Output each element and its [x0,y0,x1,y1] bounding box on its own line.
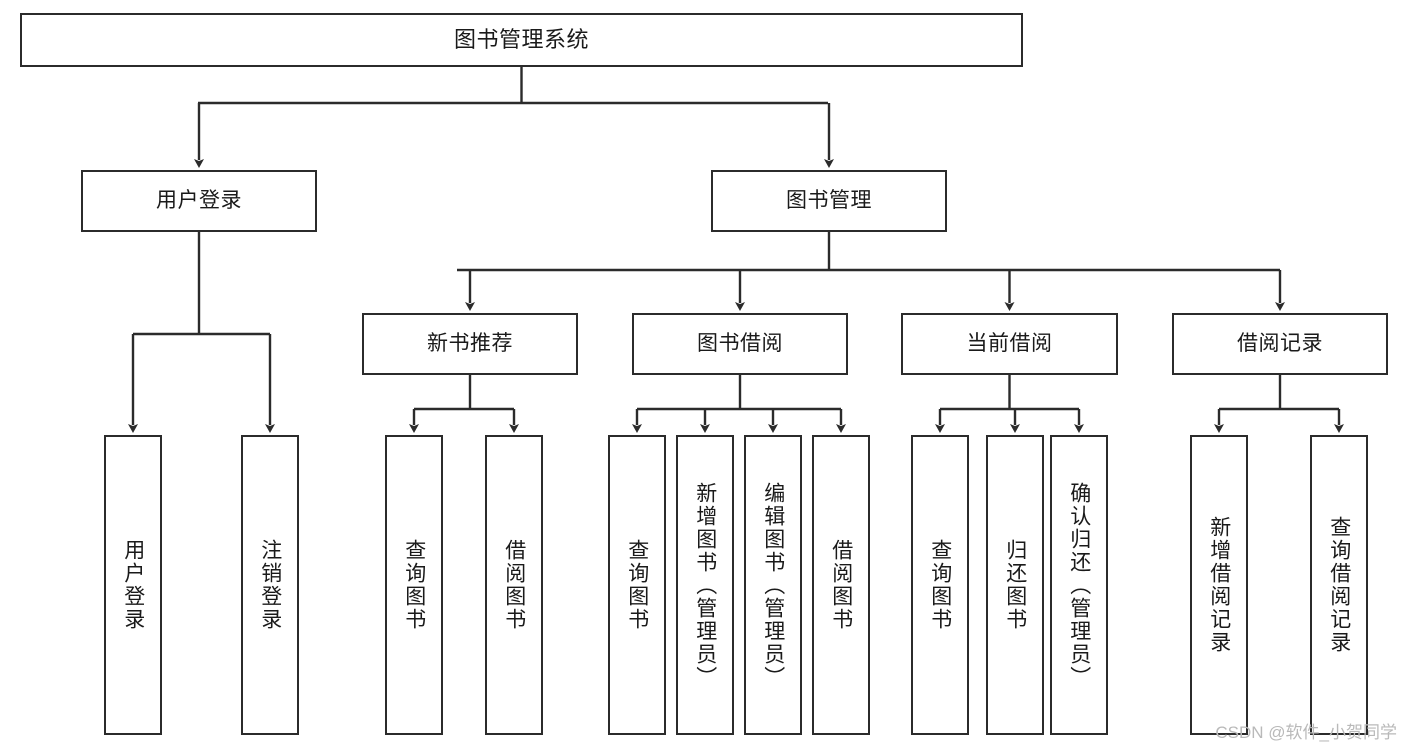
node-label: 当前借阅 [966,331,1053,355]
node-label: 用户登录 [121,539,145,631]
node-records[interactable]: 借阅记录 [1172,313,1388,375]
node-label: 图书管理 [786,188,872,212]
node-label: 查询借阅记录 [1327,516,1351,654]
node-root[interactable]: 图书管理系统 [20,13,1023,67]
node-leaf-rec-2[interactable]: 查询借阅记录 [1310,435,1368,735]
node-leaf-cur-3[interactable]: 确认归还（管理员） [1050,435,1108,735]
node-leaf-login-1[interactable]: 用户登录 [104,435,162,735]
node-leaf-rec-1[interactable]: 新增借阅记录 [1190,435,1248,735]
node-leaf-login-2[interactable]: 注销登录 [241,435,299,735]
node-login[interactable]: 用户登录 [81,170,317,232]
node-label: 编辑图书（管理员） [761,481,785,689]
node-label: 查询图书 [928,539,952,631]
node-bookmgmt[interactable]: 图书管理 [711,170,947,232]
node-label: 图书管理系统 [453,27,589,53]
node-label: 注销登录 [258,539,282,631]
node-leaf-borrow-1[interactable]: 查询图书 [608,435,666,735]
node-current[interactable]: 当前借阅 [901,313,1118,375]
node-newbook[interactable]: 新书推荐 [362,313,578,375]
node-borrow[interactable]: 图书借阅 [632,313,848,375]
node-leaf-new-2[interactable]: 借阅图书 [485,435,543,735]
node-leaf-new-1[interactable]: 查询图书 [385,435,443,735]
node-leaf-borrow-2[interactable]: 新增图书（管理员） [676,435,734,735]
node-label: 确认归还（管理员） [1067,481,1091,689]
node-label: 借阅记录 [1237,331,1323,355]
node-leaf-borrow-3[interactable]: 编辑图书（管理员） [744,435,802,735]
node-label: 新书推荐 [427,331,513,355]
node-leaf-cur-1[interactable]: 查询图书 [911,435,969,735]
node-label: 新增借阅记录 [1207,516,1231,654]
node-label: 用户登录 [156,188,242,212]
node-label: 归还图书 [1003,539,1027,631]
node-label: 图书借阅 [697,331,783,355]
node-label: 借阅图书 [829,539,853,631]
node-label: 查询图书 [402,539,426,631]
node-leaf-borrow-4[interactable]: 借阅图书 [812,435,870,735]
node-label: 新增图书（管理员） [693,481,717,689]
node-label: 借阅图书 [502,539,526,631]
csdn-watermark: CSDN @软件_小贺同学 [1215,723,1397,742]
node-leaf-cur-2[interactable]: 归还图书 [986,435,1044,735]
node-label: 查询图书 [625,539,649,631]
